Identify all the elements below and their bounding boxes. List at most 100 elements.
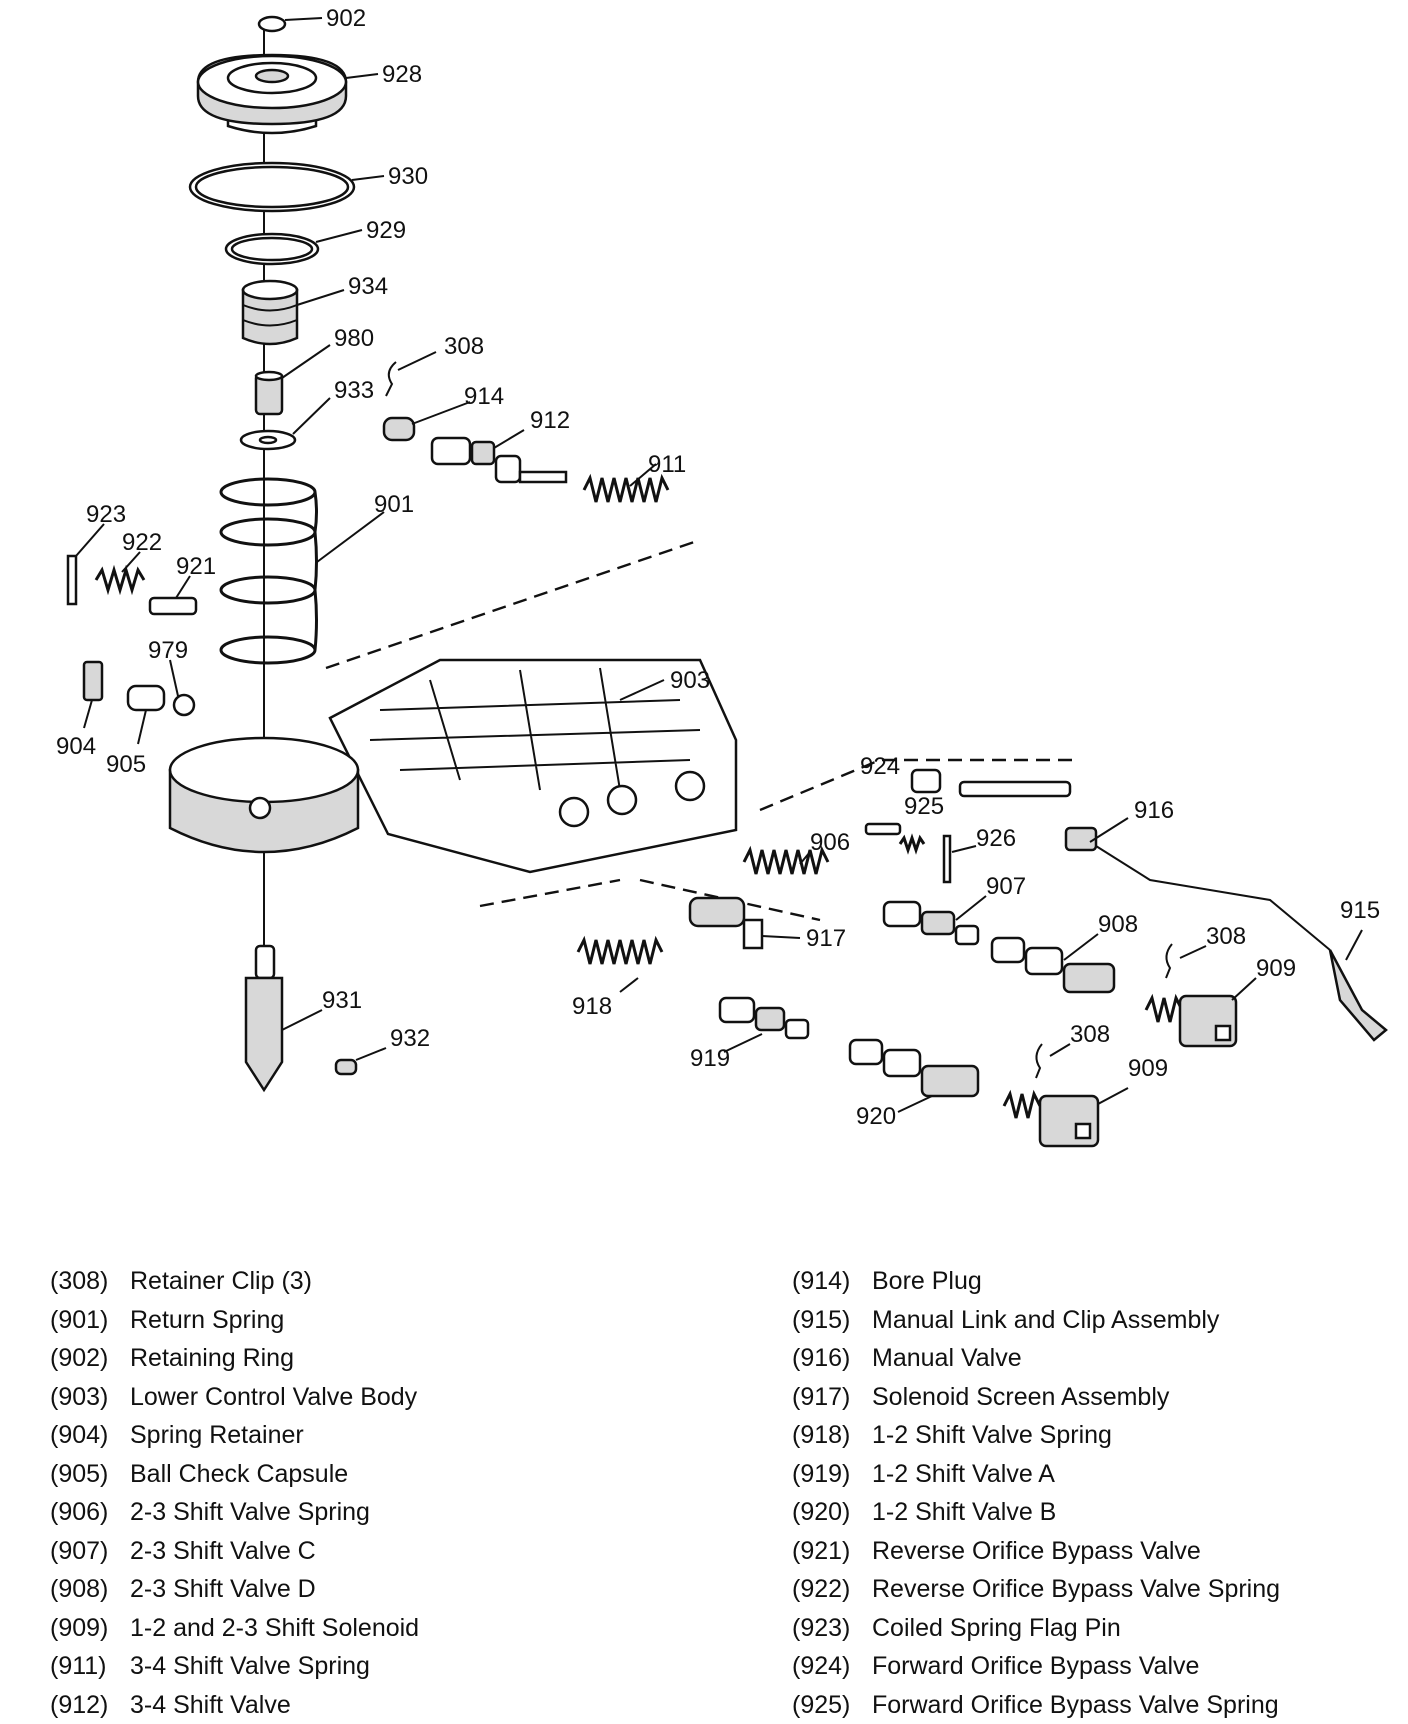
part-934-piston-sleeve xyxy=(243,281,344,344)
callout-904: 904 xyxy=(56,733,96,760)
callout-308-lower: 308 xyxy=(1070,1021,1110,1048)
legend-num: (903) xyxy=(50,1378,130,1417)
legend-num: (914) xyxy=(792,1262,872,1301)
part-919-valve xyxy=(720,998,808,1052)
alignment-line-a xyxy=(326,540,700,668)
part-922-spring xyxy=(96,552,144,590)
legend-label: Solenoid Screen Assembly xyxy=(872,1383,1169,1411)
callout-932: 932 xyxy=(390,1025,430,1052)
legend-num: (923) xyxy=(792,1609,872,1648)
legend-label: Manual Link and Clip Assembly xyxy=(872,1306,1219,1334)
legend-item: (918)1-2 Shift Valve Spring xyxy=(792,1416,1280,1455)
part-902-retaining-ring xyxy=(259,17,322,31)
callout-909-upper: 909 xyxy=(1256,955,1296,982)
legend-num: (918) xyxy=(792,1416,872,1455)
legend-label: Forward Orifice Bypass Valve Spring xyxy=(872,1691,1279,1719)
legend-label: 1-2 and 2-3 Shift Solenoid xyxy=(130,1614,419,1642)
legend-item: (925)Forward Orifice Bypass Valve Spring xyxy=(792,1686,1280,1724)
legend-num: (902) xyxy=(50,1339,130,1378)
legend-label: Reverse Orifice Bypass Valve Spring xyxy=(872,1575,1280,1603)
part-930-seal xyxy=(190,163,384,211)
legend-num: (921) xyxy=(792,1532,872,1571)
legend-num: (911) xyxy=(50,1647,130,1686)
legend-num: (917) xyxy=(792,1378,872,1417)
legend-label: Return Spring xyxy=(130,1306,284,1334)
legend-item: (917)Solenoid Screen Assembly xyxy=(792,1378,1280,1417)
legend-label: Manual Valve xyxy=(872,1344,1022,1372)
legend-num: (906) xyxy=(50,1493,130,1532)
legend-num: (907) xyxy=(50,1532,130,1571)
alignment-line-d xyxy=(480,880,620,906)
legend-num: (925) xyxy=(792,1686,872,1724)
callout-901: 901 xyxy=(374,491,414,518)
legend-num: (909) xyxy=(50,1609,130,1648)
legend-num: (922) xyxy=(792,1570,872,1609)
legend-item: (907)2-3 Shift Valve C xyxy=(50,1532,419,1571)
part-909-solenoid-lower xyxy=(1004,1088,1128,1146)
legend-item: (920)1-2 Shift Valve B xyxy=(792,1493,1280,1532)
callout-916: 916 xyxy=(1134,797,1174,824)
legend-item: (922)Reverse Orifice Bypass Valve Spring xyxy=(792,1570,1280,1609)
callout-915: 915 xyxy=(1340,897,1380,924)
legend-num: (920) xyxy=(792,1493,872,1532)
exploded-parts-diagram: 902 928 930 929 934 980 933 901 308 914 … xyxy=(0,0,1408,1160)
part-907-valve xyxy=(884,896,986,944)
legend-item: (916)Manual Valve xyxy=(792,1339,1280,1378)
legend-item: (906)2-3 Shift Valve Spring xyxy=(50,1493,419,1532)
legend-item: (912)3-4 Shift Valve xyxy=(50,1686,419,1724)
callout-925: 925 xyxy=(904,793,944,820)
callout-926: 926 xyxy=(976,825,1016,852)
part-979-ball xyxy=(170,660,194,715)
callout-918: 918 xyxy=(572,993,612,1020)
legend-num: (901) xyxy=(50,1301,130,1340)
part-908-valve xyxy=(992,934,1114,992)
legend-num: (904) xyxy=(50,1416,130,1455)
legend-label: Reverse Orifice Bypass Valve xyxy=(872,1537,1201,1565)
legend-item: (924)Forward Orifice Bypass Valve xyxy=(792,1647,1280,1686)
part-917-screen xyxy=(690,898,800,948)
part-921-valve xyxy=(150,576,196,614)
part-928-piston xyxy=(198,55,378,133)
legend-left-column: (308)Retainer Clip (3) (901)Return Sprin… xyxy=(50,1262,419,1724)
part-903-valve-body xyxy=(170,660,736,872)
callout-929: 929 xyxy=(366,217,406,244)
part-931-filter xyxy=(246,946,322,1090)
legend-item: (914)Bore Plug xyxy=(792,1262,1280,1301)
part-918-spring xyxy=(578,940,662,992)
legend-label: 2-3 Shift Valve Spring xyxy=(130,1498,370,1526)
legend-item: (909)1-2 and 2-3 Shift Solenoid xyxy=(50,1609,419,1648)
legend-label: Ball Check Capsule xyxy=(130,1460,348,1488)
callout-911: 911 xyxy=(648,451,686,478)
legend-num: (308) xyxy=(50,1262,130,1301)
part-308-clip-lower xyxy=(1036,1044,1070,1078)
legend-item: (901)Return Spring xyxy=(50,1301,419,1340)
part-901-return-spring xyxy=(221,479,384,663)
callout-308-middle: 308 xyxy=(1206,923,1246,950)
part-920-valve xyxy=(850,1040,978,1112)
callout-980: 980 xyxy=(334,325,374,352)
legend-item: (919)1-2 Shift Valve A xyxy=(792,1455,1280,1494)
callout-979: 979 xyxy=(148,637,188,664)
legend-item: (308)Retainer Clip (3) xyxy=(50,1262,419,1301)
legend-item: (908)2-3 Shift Valve D xyxy=(50,1570,419,1609)
legend-num: (916) xyxy=(792,1339,872,1378)
part-932-clip xyxy=(336,1048,386,1074)
callout-903: 903 xyxy=(670,667,710,694)
legend-item: (905)Ball Check Capsule xyxy=(50,1455,419,1494)
legend-item: (923)Coiled Spring Flag Pin xyxy=(792,1609,1280,1648)
legend-label: Retainer Clip (3) xyxy=(130,1267,312,1295)
legend-label: 2-3 Shift Valve C xyxy=(130,1537,316,1565)
legend-label: Bore Plug xyxy=(872,1267,982,1295)
part-909-solenoid-upper xyxy=(1146,978,1256,1046)
callout-906: 906 xyxy=(810,829,850,856)
callout-914: 914 xyxy=(464,383,504,410)
legend-item: (904)Spring Retainer xyxy=(50,1416,419,1455)
legend-num: (919) xyxy=(792,1455,872,1494)
part-904-retainer xyxy=(84,662,102,728)
part-914-bore-plug xyxy=(384,402,470,440)
part-905-capsule xyxy=(128,686,164,744)
part-924-valve xyxy=(866,824,900,834)
callout-934: 934 xyxy=(348,273,388,300)
callout-908: 908 xyxy=(1098,911,1138,938)
legend-item: (902)Retaining Ring xyxy=(50,1339,419,1378)
